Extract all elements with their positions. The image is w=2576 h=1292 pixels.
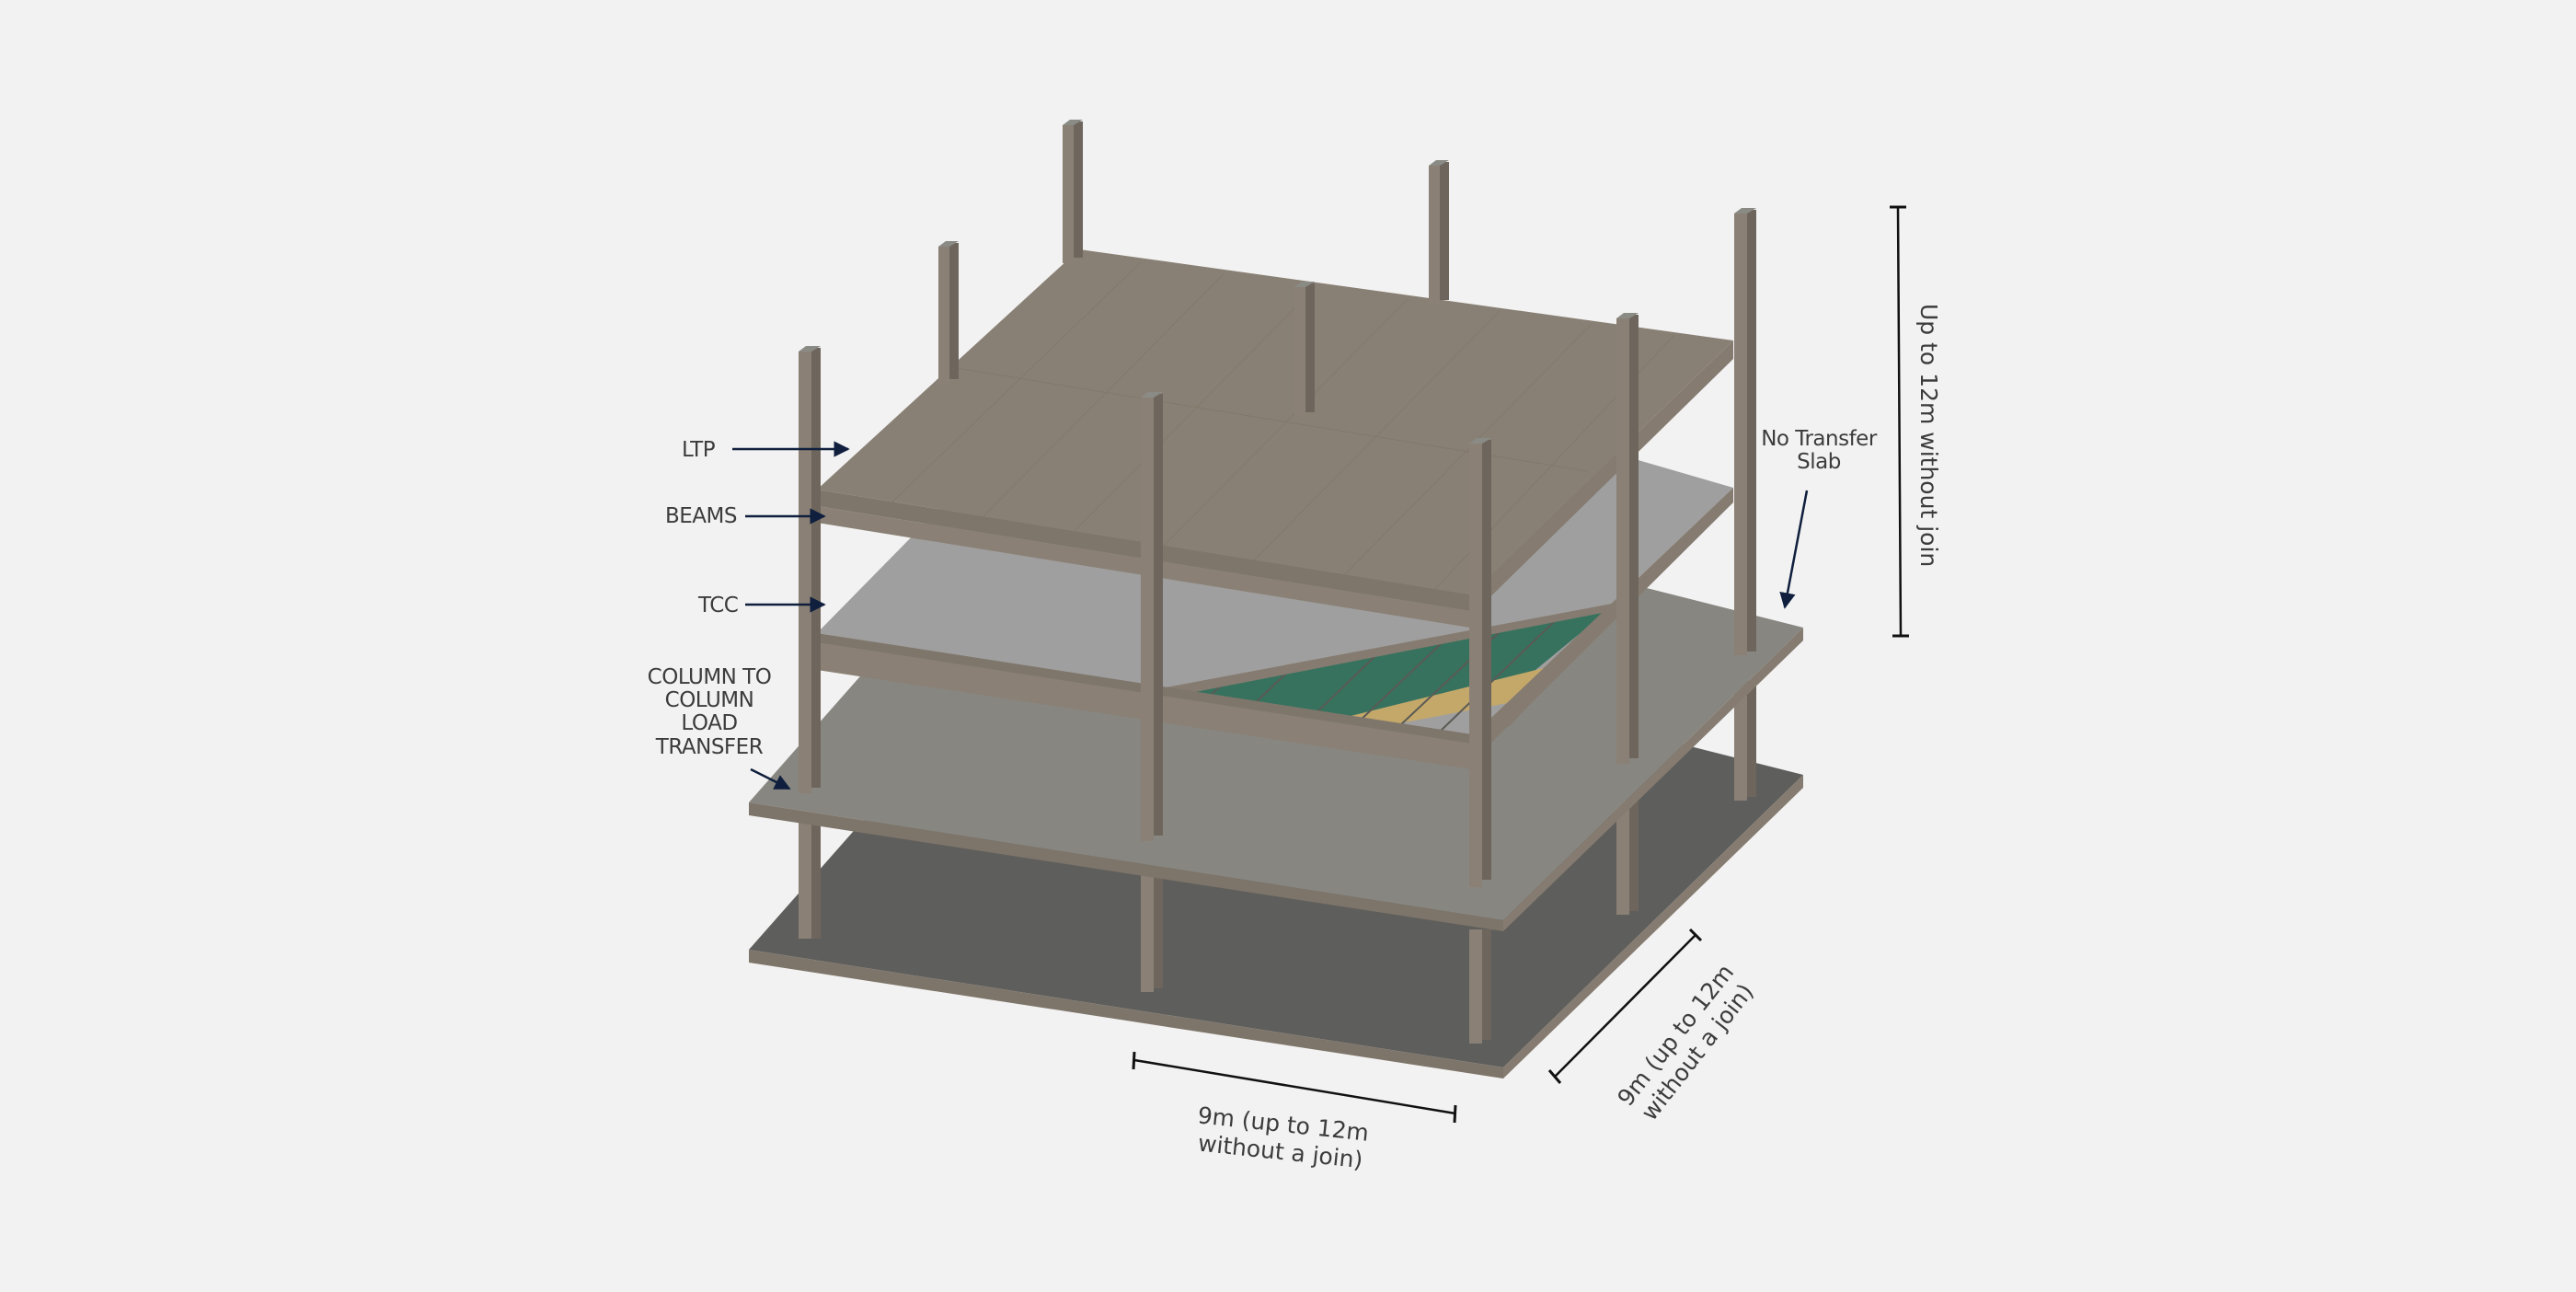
label-beams: BEAMS: [665, 504, 826, 528]
label-column-transfer: COLUMN TO COLUMN LOAD TRANSFER: [648, 665, 791, 790]
upper-columns: [938, 120, 1449, 416]
ground-columns: [799, 681, 1756, 1044]
svg-text:LOAD: LOAD: [681, 711, 737, 735]
svg-text:Slab: Slab: [1797, 450, 1841, 474]
column-transfer-arrow-icon: [750, 767, 791, 790]
label-ltp: LTP: [682, 438, 850, 462]
svg-text:COLUMN TO: COLUMN TO: [648, 665, 772, 689]
svg-text:BEAMS: BEAMS: [665, 504, 737, 528]
label-no-transfer-slab: No Transfer Slab: [1761, 427, 1878, 609]
svg-text:COLUMN: COLUMN: [665, 688, 754, 712]
dimension-front-width: 9m (up to 12m without a join): [1132, 1051, 1457, 1173]
svg-text:TRANSFER: TRANSFER: [655, 735, 764, 759]
svg-text:No Transfer: No Transfer: [1761, 427, 1878, 451]
dimension-height: Up to 12m without join: [1890, 205, 1942, 638]
no-transfer-arrow-icon: [1779, 490, 1809, 609]
front-columns: [799, 208, 1756, 887]
svg-text:TCC: TCC: [697, 594, 738, 617]
svg-text:LTP: LTP: [682, 438, 716, 462]
label-tcc: TCC: [697, 594, 826, 617]
svg-text:Up to 12m without join: Up to 12m without join: [1915, 304, 1942, 567]
